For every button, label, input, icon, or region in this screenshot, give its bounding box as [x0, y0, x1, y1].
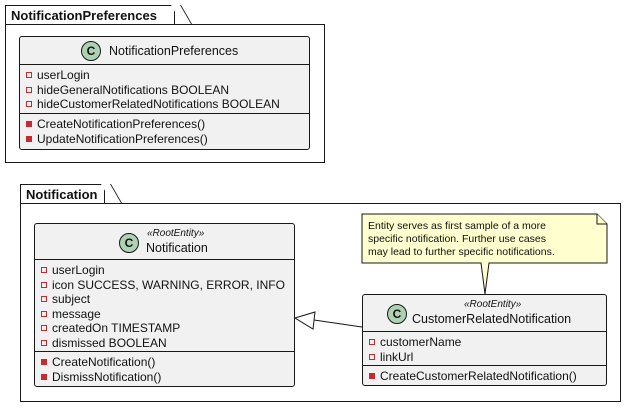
- private-field-icon: [41, 281, 47, 288]
- package-name: Notification: [26, 187, 98, 202]
- private-field-icon: [41, 339, 47, 346]
- class-header: C «RootEntity» CustomerRelatedNotificati…: [363, 295, 606, 332]
- class-c-icon: C: [119, 233, 139, 253]
- private-field-icon: [41, 267, 47, 273]
- private-field-icon: [41, 310, 47, 317]
- private-field-icon: [369, 353, 375, 360]
- class-methods: CreateNotification() DismissNotification…: [35, 352, 294, 386]
- private-field-icon: [26, 101, 32, 107]
- private-method-icon: [41, 359, 47, 365]
- class-header: C «RootEntity» Notification: [35, 224, 294, 260]
- class-methods: CreateNotificationPreferences() UpdateNo…: [20, 114, 309, 148]
- method-row: DismissNotification(): [35, 370, 294, 385]
- package-tab: NotificationPreferences: [5, 5, 175, 25]
- private-method-icon: [41, 373, 47, 380]
- field-row: hideCustomerRelatedNotifications BOOLEAN: [20, 97, 309, 112]
- note-fold: [596, 214, 607, 225]
- private-field-icon: [41, 325, 47, 331]
- inheritance-line: [313, 319, 363, 328]
- field-row: hideGeneralNotifications BOOLEAN: [20, 83, 309, 98]
- method-row: CreateNotificationPreferences(): [20, 117, 309, 132]
- class-fields: userLogin hideGeneralNotifications BOOLE…: [20, 65, 309, 114]
- private-field-icon: [26, 72, 32, 78]
- private-method-icon: [26, 121, 32, 127]
- note-line: may lead to further specific notificatio…: [368, 246, 555, 258]
- method-row: CreateNotification(): [35, 355, 294, 370]
- class-name: NotificationPreferences: [109, 44, 239, 58]
- package-tab: Notification: [20, 184, 105, 204]
- class-name: CustomerRelatedNotification: [412, 312, 572, 326]
- note-line: Entity serves as first sample of a more: [368, 220, 546, 232]
- private-field-icon: [26, 86, 32, 93]
- class-fields: customerName linkUrl: [363, 332, 606, 366]
- class-customer-related-notification[interactable]: C «RootEntity» CustomerRelatedNotificati…: [362, 294, 607, 386]
- class-header: C NotificationPreferences: [20, 37, 309, 65]
- private-method-icon: [369, 373, 375, 379]
- class-stereotype: «RootEntity»: [464, 299, 522, 310]
- field-row: subject: [35, 292, 294, 307]
- note-line: specific notification. Further use cases: [368, 233, 546, 245]
- field-row: dismissed BOOLEAN: [35, 336, 294, 351]
- field-row: icon SUCCESS, WARNING, ERROR, INFO: [35, 278, 294, 293]
- field-row: createdOn TIMESTAMP: [35, 321, 294, 336]
- private-method-icon: [26, 135, 32, 142]
- class-methods: CreateCustomerRelatedNotification(): [363, 366, 606, 386]
- field-row: customerName: [363, 335, 606, 350]
- class-notification-preferences[interactable]: C NotificationPreferences userLogin hide…: [19, 36, 310, 150]
- class-notification[interactable]: C «RootEntity» Notification userLogin ic…: [34, 223, 295, 387]
- class-stereotype: «RootEntity»: [147, 228, 205, 239]
- method-row: CreateCustomerRelatedNotification(): [363, 369, 606, 384]
- inheritance-arrowhead: [293, 311, 316, 330]
- field-row: linkUrl: [363, 350, 606, 365]
- private-field-icon: [369, 339, 375, 345]
- package-name: NotificationPreferences: [11, 8, 157, 23]
- field-row: userLogin: [35, 263, 294, 278]
- class-fields: userLogin icon SUCCESS, WARNING, ERROR, …: [35, 260, 294, 352]
- class-name: Notification: [146, 241, 208, 255]
- method-row: UpdateNotificationPreferences(): [20, 132, 309, 147]
- private-field-icon: [41, 296, 47, 302]
- class-c-icon: C: [387, 304, 407, 324]
- note-text: Entity serves as first sample of a more …: [368, 220, 555, 259]
- field-row: userLogin: [20, 68, 309, 83]
- class-c-icon: C: [81, 41, 101, 61]
- field-row: message: [35, 307, 294, 322]
